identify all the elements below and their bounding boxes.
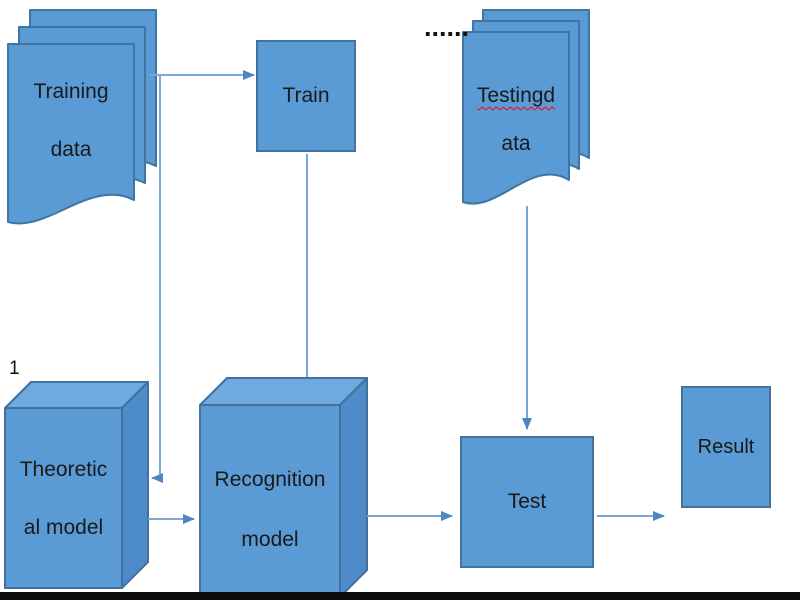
result-label: Result <box>697 435 755 458</box>
recognition-cube-side-face <box>339 377 368 598</box>
connectors <box>148 70 665 524</box>
testing-data-doc-stack <box>462 9 590 205</box>
theoretical-model-cube <box>4 381 149 589</box>
theoretical-cube-front-face <box>4 407 123 589</box>
theoretical-model-label-line2: al model <box>23 516 104 539</box>
recognition-model-cube <box>199 377 368 598</box>
testing-data-label-line2: ata <box>501 132 531 155</box>
test-label: Test <box>507 490 547 513</box>
testing-data-label-line1: Testingd <box>476 84 556 107</box>
recognition-model-label-line1: Recognition <box>214 468 326 491</box>
train-node: Train <box>256 40 356 152</box>
recognition-cube-front-face <box>199 404 341 598</box>
result-node: Result <box>681 386 771 508</box>
training-doc-page-front <box>7 43 135 225</box>
train-label: Train <box>282 84 330 107</box>
recognition-cube-top-face <box>199 377 368 406</box>
testing-doc-page-front <box>462 31 570 205</box>
test-node: Test <box>460 436 594 568</box>
bottom-bar <box>0 592 800 600</box>
connector-training-to-theoretical <box>151 75 163 483</box>
training-data-label-line1: Training <box>33 80 109 103</box>
theoretical-cube-side-face <box>121 381 149 589</box>
theoretical-model-label-line1: Theoretic <box>19 458 108 481</box>
training-data-doc-stack <box>7 9 157 225</box>
training-data-label-line2: data <box>50 138 92 161</box>
page-number: 1 <box>9 358 20 379</box>
dots-annotation: ...... <box>424 12 470 42</box>
recognition-model-label-line2: model <box>241 528 299 551</box>
